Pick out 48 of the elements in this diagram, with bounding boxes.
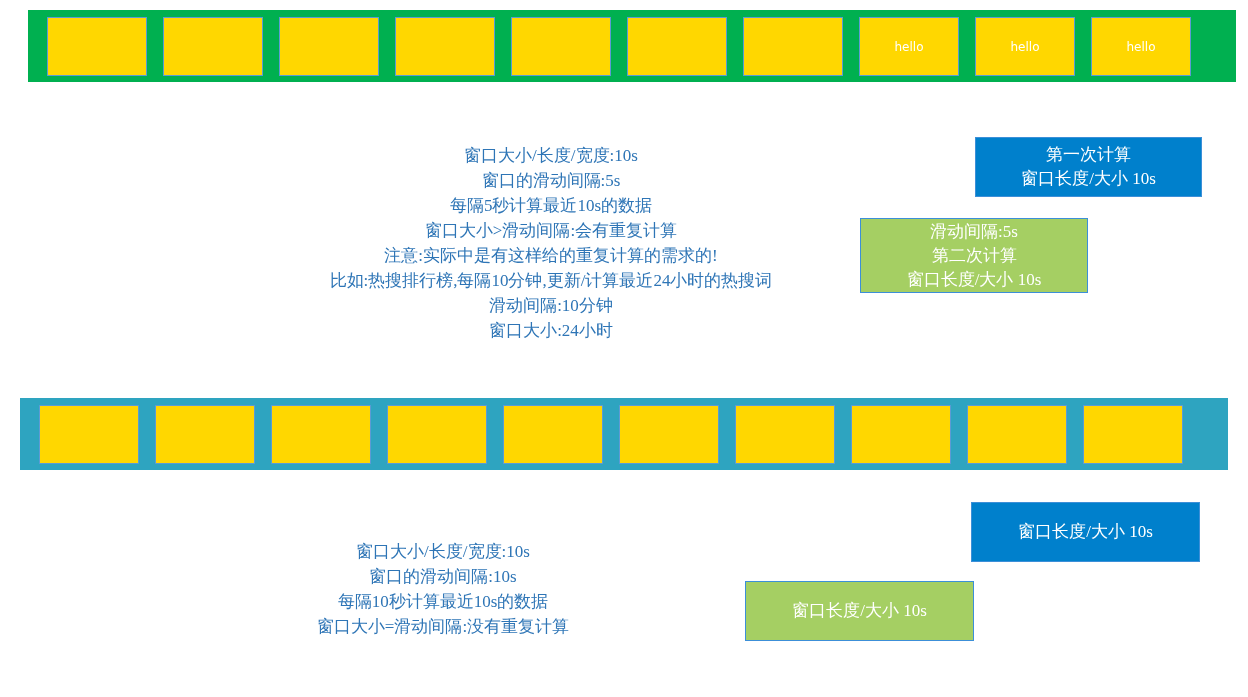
window-box [860, 218, 1088, 293]
note-text: 窗口大小/长度/宽度:10s [356, 542, 530, 561]
box-label: 窗口长度/大小 10s [792, 600, 927, 622]
window-box [975, 137, 1202, 197]
window-slot [155, 405, 255, 464]
window-slot [39, 405, 139, 464]
window-slot [395, 17, 495, 76]
window-slot [503, 405, 603, 464]
window-slot [47, 17, 147, 76]
window-slot [279, 17, 379, 76]
box-label: hello [1126, 38, 1156, 56]
window-slot [387, 405, 487, 464]
note-text: 比如:热搜排行榜,每隔10分钟,更新/计算最近24小时的热搜词 [329, 271, 773, 290]
note-text: 注意:实际中是有这样给的重复计算的需求的! [384, 246, 718, 265]
box-label: 窗口长度/大小 10s [1021, 168, 1156, 190]
window-slot [163, 17, 263, 76]
note-text: 滑动间隔:10分钟 [489, 296, 613, 315]
timeline-band [28, 10, 1236, 82]
box-label: 窗口长度/大小 10s [1018, 521, 1153, 543]
note-text: 窗口大小/长度/宽度:10s [464, 146, 638, 165]
box-label: 滑动间隔:5s [930, 220, 1018, 243]
box-label: 窗口长度/大小 10s [906, 268, 1042, 291]
box-label: hello [894, 38, 924, 56]
window-slot [271, 405, 371, 464]
window-slot [619, 405, 719, 464]
window-slot [511, 17, 611, 76]
window-slot [743, 17, 843, 76]
window-slot [735, 405, 835, 464]
window-box [1091, 17, 1191, 76]
window-slot [967, 405, 1067, 464]
timeline-band [20, 398, 1228, 470]
box-label: 第一次计算 [1046, 144, 1131, 166]
note-text: 窗口的滑动间隔:10s [369, 567, 517, 586]
note-text: 每隔10秒计算最近10s的数据 [337, 592, 549, 611]
note-text: 窗口的滑动间隔:5s [481, 171, 621, 190]
note-text: 窗口大小>滑动间隔:会有重复计算 [424, 221, 678, 240]
window-box [975, 17, 1075, 76]
note-text: 窗口大小=滑动间隔:没有重复计算 [316, 617, 570, 636]
window-box [745, 581, 974, 641]
window-slot [627, 17, 727, 76]
box-label: hello [1010, 38, 1040, 56]
window-box [971, 502, 1200, 562]
box-label: 第二次计算 [931, 244, 1017, 267]
window-slot [851, 405, 951, 464]
window-box [859, 17, 959, 76]
window-slot [1083, 405, 1183, 464]
note-text: 每隔5秒计算最近10s的数据 [449, 196, 653, 215]
note-text: 窗口大小:24小时 [489, 321, 613, 340]
